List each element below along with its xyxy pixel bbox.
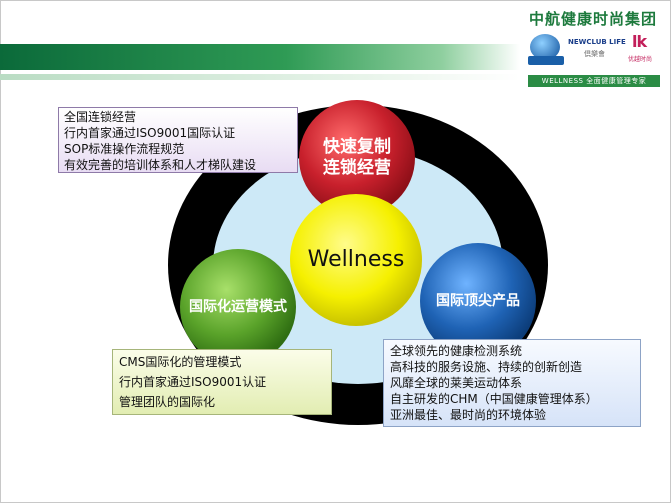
globe-logo-bar bbox=[528, 56, 564, 65]
right-bubble-label: 国际顶尖产品 bbox=[436, 293, 520, 309]
callout-left-item: 管理团队的国际化 bbox=[119, 395, 216, 409]
group-name: 中航健康时尚集团 bbox=[528, 10, 657, 28]
newclub-logo: NEWCLUB LIFE bbox=[568, 38, 626, 46]
lk-logo-icon: lk bbox=[632, 32, 647, 51]
callout-right-item: 全球领先的健康检测系统 bbox=[390, 344, 523, 358]
left-bubble bbox=[180, 249, 296, 365]
callout-top-item: 行内首家通过ISO9001国际认证 bbox=[64, 126, 236, 140]
center-bubble bbox=[290, 194, 422, 326]
callout-left-item: 行内首家通过ISO9001认证 bbox=[119, 375, 267, 389]
right-bubble bbox=[420, 243, 536, 359]
callout-right-item: 风靡全球的莱美运动体系 bbox=[390, 376, 523, 390]
header-rule bbox=[0, 74, 520, 80]
left-bubble-label: 国际化运营模式 bbox=[189, 299, 287, 315]
callout-top-item: 全国连锁经营 bbox=[64, 110, 137, 124]
callout-top-item: SOP标准操作流程规范 bbox=[64, 142, 185, 156]
globe-logo-icon bbox=[530, 34, 560, 60]
callout-top-item: 有效完善的培训体系和人才梯队建设 bbox=[64, 158, 257, 172]
callout-right-item: 亚洲最佳、最时尚的环境体验 bbox=[390, 408, 547, 422]
callout-top: 全国连锁经营 行内首家通过ISO9001国际认证 SOP标准操作流程规范 有效完… bbox=[58, 107, 298, 173]
callout-right-item: 高科技的服务设施、持续的创新创造 bbox=[390, 360, 583, 374]
header-bar bbox=[0, 44, 520, 70]
callout-left: CMS国际化的管理模式 行内首家通过ISO9001认证 管理团队的国际化 bbox=[112, 349, 332, 415]
top-bubble bbox=[299, 100, 415, 216]
wellness-strip: WELLNESS 全面健康管理专家 bbox=[528, 75, 660, 87]
newclub-logo-cn: 倶樂會 bbox=[584, 50, 605, 58]
top-bubble-line-2: 连锁经营 bbox=[323, 158, 391, 178]
top-bubble-label: 快速复制 连锁经营 bbox=[310, 137, 404, 179]
brand-logos: NEWCLUB LIFE 倶樂會 lk 优越时尚 bbox=[528, 30, 660, 74]
lk-logo-cn: 优越时尚 bbox=[628, 56, 653, 63]
callout-right-item: 自主研发的CHM（中国健康管理体系） bbox=[390, 392, 598, 406]
center-label: Wellness bbox=[307, 247, 405, 272]
callout-right: 全球领先的健康检测系统 高科技的服务设施、持续的创新创造 风靡全球的莱美运动体系… bbox=[383, 339, 641, 427]
top-bubble-line-1: 快速复制 bbox=[323, 137, 391, 157]
callout-left-item: CMS国际化的管理模式 bbox=[119, 355, 242, 369]
